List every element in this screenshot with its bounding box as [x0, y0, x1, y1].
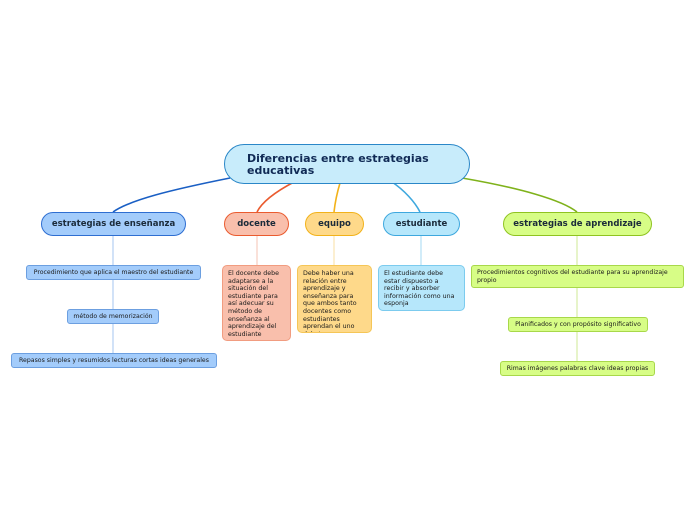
leaf-ensenanza-repasos[interactable]: Repasos simples y resumidos lecturas cor…: [11, 353, 217, 368]
branch-docente[interactable]: docente: [224, 212, 289, 236]
note-docente[interactable]: El docente debe adaptarse a la situación…: [222, 265, 291, 341]
branch-estrategias-aprendizaje[interactable]: estrategias de aprendizaje: [503, 212, 652, 236]
connector-equipo: [333, 182, 341, 213]
note-text: Debe haber una relación entre aprendizaj…: [303, 270, 357, 332]
leaf-aprendizaje-procedimientos[interactable]: Procedimientos cognitivos del estudiante…: [471, 265, 684, 288]
leaf-label: Procedimiento que aplica el maestro del …: [33, 268, 194, 276]
branch-label: equipo: [318, 219, 351, 229]
leaf-label: Planificados y con propósito significati…: [515, 320, 641, 328]
root-topic[interactable]: Diferencias entre estrategias educativas: [224, 144, 470, 184]
leaf-label: Repasos simples y resumidos lecturas cor…: [19, 356, 209, 364]
leaf-label: Rimas imágenes palabras clave ideas prop…: [506, 364, 649, 372]
leaf-label: Procedimientos cognitivos del estudiante…: [477, 268, 668, 284]
connector-docente: [256, 181, 295, 213]
branch-label: docente: [237, 219, 276, 229]
connector-estudiante: [391, 181, 421, 213]
note-text: El docente debe adaptarse a la situación…: [228, 270, 279, 338]
leaf-aprendizaje-planificados[interactable]: Planificados y con propósito significati…: [508, 317, 648, 332]
branch-equipo[interactable]: equipo: [305, 212, 364, 236]
note-text: El estudiante debe estar dispuesto a rec…: [384, 270, 455, 308]
branch-label: estudiante: [395, 219, 448, 229]
branch-estrategias-ensenanza[interactable]: estrategias de enseñanza: [41, 212, 186, 236]
root-topic-title: Diferencias entre estrategias educativas: [247, 152, 429, 177]
branch-label: estrategias de enseñanza: [51, 219, 176, 229]
leaf-aprendizaje-rimas[interactable]: Rimas imágenes palabras clave ideas prop…: [500, 361, 655, 376]
connector-ensenanza: [112, 177, 231, 213]
branch-estudiante[interactable]: estudiante: [383, 212, 460, 236]
leaf-ensenanza-memorizacion[interactable]: método de memorización: [67, 309, 159, 324]
note-estudiante[interactable]: El estudiante debe estar dispuesto a rec…: [378, 265, 465, 311]
connector-aprendizaje: [461, 177, 578, 213]
leaf-label: método de memorización: [73, 312, 153, 320]
leaf-ensenanza-procedimiento[interactable]: Procedimiento que aplica el maestro del …: [26, 265, 201, 280]
branch-label: estrategias de aprendizaje: [513, 219, 642, 229]
note-equipo[interactable]: Debe haber una relación entre aprendizaj…: [297, 265, 372, 333]
